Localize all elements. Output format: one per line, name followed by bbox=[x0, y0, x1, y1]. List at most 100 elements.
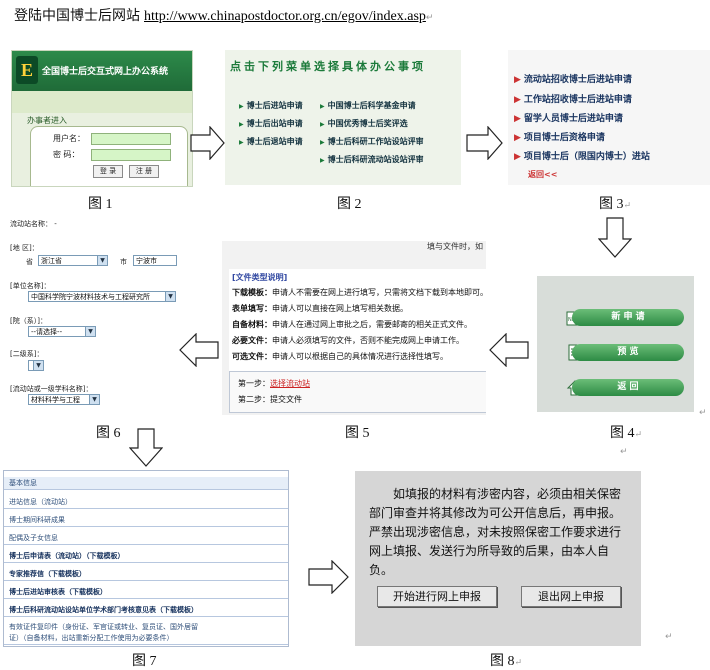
unit-select[interactable]: 中国科学院宁波材料技术与工程研究所▼ bbox=[28, 291, 176, 302]
paragraph-mark: ↵ bbox=[634, 429, 643, 439]
file-type-desc: 申请人可以直接在网上填写相关数据。 bbox=[272, 304, 408, 313]
arrow-left-icon bbox=[179, 333, 219, 367]
arrow-right-icon bbox=[190, 126, 225, 160]
document-list-row[interactable]: 进站信息（流动站） bbox=[4, 496, 288, 509]
caption-text: 图 8 bbox=[490, 654, 515, 669]
chevron-down-icon: ▼ bbox=[97, 256, 107, 265]
back-button[interactable]: 返 回 bbox=[572, 379, 684, 396]
document-list-row[interactable]: 博士后进站审核表（下载模板） bbox=[4, 586, 288, 599]
city-label: 市 bbox=[120, 258, 127, 266]
department-value: --请选择-- bbox=[31, 328, 63, 336]
application-type-item[interactable]: ▶工作站招收博士后进站申请 bbox=[514, 92, 632, 105]
arrow-down-icon bbox=[598, 217, 632, 258]
top-text: 填与文件时，如 bbox=[427, 242, 483, 251]
secrecy-notice-text: 如填报的材料有涉密内容，必须由相关保密部门审查并将其修改为可公开信息后，再申报。… bbox=[369, 487, 622, 577]
paragraph-mark: ↵ bbox=[623, 200, 632, 210]
document-list-row[interactable]: 基本信息 bbox=[4, 477, 288, 490]
discipline-select[interactable]: 材料科学与工程▼ bbox=[28, 394, 100, 405]
red-arrow-icon: ▶ bbox=[514, 152, 521, 162]
file-type-term: 下载模板： bbox=[232, 288, 272, 297]
caption-text: 图 3 bbox=[599, 197, 624, 212]
menu-item[interactable]: 中国优秀博士后奖评选 bbox=[320, 118, 408, 129]
document-list-row[interactable]: 有效证件复印件（身份证、军官证或转业、复员证、国外居留 bbox=[9, 623, 198, 631]
file-type-row: 自备材料：申请人在通过网上审批之后，需要邮寄的相关正式文件。 bbox=[232, 319, 472, 330]
register-button[interactable]: 注 册 bbox=[129, 165, 159, 178]
menu-item[interactable]: 中国博士后科学基金申请 bbox=[320, 100, 416, 111]
preview-button[interactable]: 预 览 bbox=[572, 344, 684, 361]
application-type-item[interactable]: ▶项目博士后资格申请 bbox=[514, 130, 605, 143]
login-button[interactable]: 登 录 bbox=[93, 165, 123, 178]
document-list-row[interactable]: 配偶及子女信息 bbox=[4, 532, 288, 545]
caption-figure-3: 图 3↵ bbox=[599, 193, 631, 213]
province-value: 浙江省 bbox=[41, 257, 62, 265]
paragraph-mark: ↵ bbox=[425, 13, 434, 23]
file-type-desc: 申请人可以根据自己的具体情况进行选择性填写。 bbox=[272, 352, 448, 361]
figure-6-station-form: 流动站名称： - [地 区]： 省 浙江省▼ 市 宁波市 [单位名称]： 中国科… bbox=[8, 213, 178, 413]
application-type-label: 流动站招收博士后进站申请 bbox=[523, 75, 632, 85]
caption-figure-4: 图 4↵ bbox=[610, 422, 642, 442]
file-type-desc: 申请人不需要在网上进行填写，只需将文档下载到本地即可。 bbox=[272, 288, 486, 297]
username-label: 用户名： bbox=[53, 134, 85, 143]
step-2-text: 提交文件 bbox=[270, 395, 302, 404]
system-logo-icon: E bbox=[16, 56, 38, 84]
application-type-label: 项目博士后资格申请 bbox=[523, 133, 605, 143]
city-field[interactable]: 宁波市 bbox=[133, 255, 177, 266]
paragraph-mark: ↵ bbox=[514, 657, 523, 667]
password-input[interactable] bbox=[91, 149, 171, 161]
step-2: 第二步：提交文件 bbox=[238, 394, 302, 405]
document-list-row[interactable]: 博士后科研流动站设站单位学术部门考核意见表（下载模板） bbox=[4, 604, 288, 617]
back-link[interactable]: 返回<< bbox=[528, 170, 558, 179]
exit-online-application-button[interactable]: 退出网上申报 bbox=[521, 586, 621, 607]
password-label: 密 码： bbox=[53, 150, 80, 159]
caption-figure-2: 图 2 bbox=[337, 197, 362, 212]
document-list-row[interactable]: 专家推荐信（下载模板） bbox=[4, 568, 288, 581]
steps-box: 第一步：选择流动站 第二步：提交文件 bbox=[229, 371, 486, 413]
step-2-label: 第二步： bbox=[238, 395, 270, 404]
choose-station-link[interactable]: 选择流动站 bbox=[270, 379, 310, 388]
file-type-desc: 申请人在通过网上审批之后，需要邮寄的相关正式文件。 bbox=[272, 320, 472, 329]
login-section-label: 办事者进入 bbox=[27, 116, 67, 125]
subdepartment-select[interactable]: ▼ bbox=[28, 360, 44, 371]
start-online-application-button[interactable]: 开始进行网上申报 bbox=[377, 586, 497, 607]
region-label: [地 区]： bbox=[10, 244, 39, 252]
document-list-row[interactable]: 证）（自备材料，出站重新分配工作使用为必要条件） bbox=[4, 632, 288, 645]
file-type-term: 自备材料： bbox=[232, 320, 272, 329]
site-url-link[interactable]: http://www.chinapostdoctor.org.cn/egov/i… bbox=[144, 9, 426, 24]
paragraph-mark: ↵ bbox=[699, 408, 707, 418]
chevron-down-icon: ▼ bbox=[33, 361, 43, 370]
department-select[interactable]: --请选择--▼ bbox=[28, 326, 96, 337]
application-type-label: 工作站招收博士后进站申请 bbox=[523, 95, 632, 105]
secrecy-notice: 如填报的材料有涉密内容，必须由相关保密部门审查并将其修改为可公开信息后，再申报。… bbox=[369, 485, 631, 580]
menu-item[interactable]: 博士后进站申请 bbox=[239, 100, 303, 111]
province-select[interactable]: 浙江省 ▼ bbox=[38, 255, 108, 266]
menu-item[interactable]: 博士后出站申请 bbox=[239, 118, 303, 129]
document-list-row[interactable]: 博士后申请表（流动站）（下载模板） bbox=[4, 550, 288, 563]
red-arrow-icon: ▶ bbox=[514, 95, 521, 105]
paragraph-mark: ↵ bbox=[665, 632, 673, 642]
file-type-term: 表单填写： bbox=[232, 304, 272, 313]
file-type-heading: [文件类型说明] bbox=[232, 273, 288, 282]
document-list-row[interactable]: 博士期间科研成果 bbox=[4, 514, 288, 527]
new-application-button[interactable]: 新 申 请 bbox=[572, 309, 684, 326]
menu-item[interactable]: 博士后退站申请 bbox=[239, 136, 303, 147]
application-type-label: 留学人员博士后进站申请 bbox=[523, 114, 623, 124]
menu-item[interactable]: 博士后科研工作站设站评审 bbox=[320, 136, 424, 147]
arrow-right-icon bbox=[308, 560, 349, 594]
figure-1-login-screenshot: E 全国博士后交互式网上办公系统 办事者进入 用户名： 密 码： 登 录 注 册 bbox=[11, 50, 193, 187]
figure-3-application-types: ▶流动站招收博士后进站申请 ▶工作站招收博士后进站申请 ▶留学人员博士后进站申请… bbox=[508, 50, 710, 185]
application-type-item[interactable]: ▶流动站招收博士后进站申请 bbox=[514, 72, 632, 85]
application-type-item[interactable]: ▶项目博士后（限国内博士）进站 bbox=[514, 149, 650, 162]
chevron-down-icon: ▼ bbox=[165, 292, 175, 301]
red-arrow-icon: ▶ bbox=[514, 114, 521, 124]
step-1: 第一步：选择流动站 bbox=[238, 378, 310, 389]
system-banner-title: 全国博士后交互式网上办公系统 bbox=[42, 67, 169, 77]
username-input[interactable] bbox=[91, 133, 171, 145]
file-type-desc: 申请人必须填写的文件，否则不能完成网上申请工作。 bbox=[272, 336, 464, 345]
page-heading: 登陆中国博士后网站 http://www.chinapostdoctor.org.… bbox=[14, 5, 433, 25]
file-type-card: [文件类型说明] 下载模板：申请人不需要在网上进行填写，只需将文档下载到本地即可… bbox=[229, 269, 486, 413]
figure-2-menu-screenshot: 点击下列菜单选择具体办公事项 博士后进站申请 中国博士后科学基金申请 博士后出站… bbox=[225, 50, 461, 185]
menu-item[interactable]: 博士后科研流动站设站评审 bbox=[320, 154, 424, 165]
application-type-item[interactable]: ▶留学人员博士后进站申请 bbox=[514, 111, 623, 124]
paragraph-mark: ↵ bbox=[620, 447, 628, 457]
heading-text: 登陆中国博士后网站 bbox=[14, 8, 140, 24]
